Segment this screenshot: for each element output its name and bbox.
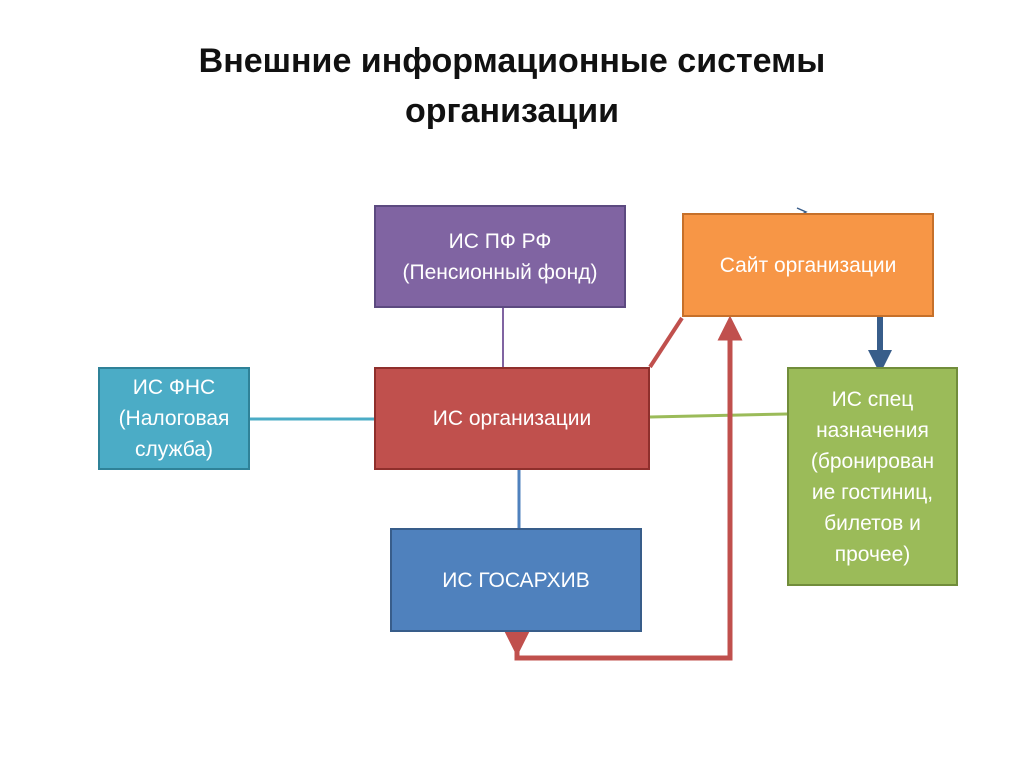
title-line-2: организации [404, 92, 620, 130]
page-title: Внешние информационные системы организац… [0, 36, 1024, 136]
node-fns: ИС ФНС (Налоговая служба) [98, 367, 250, 470]
title-line-1: Внешние информационные системы [198, 42, 826, 80]
connector-org-spec [649, 412, 788, 419]
node-gosarchive: ИС ГОСАРХИВ [390, 528, 642, 632]
node-org-is: ИС организации [374, 367, 650, 470]
node-org-website: Сайт организации [682, 213, 934, 317]
connector-org-site [648, 316, 684, 369]
node-pf-rf: ИС ПФ РФ (Пенсионный фонд) [374, 205, 626, 308]
node-special-is: ИС спец назначения (бронирован ие гостин… [787, 367, 958, 586]
arrow-arch-site [504, 315, 743, 661]
